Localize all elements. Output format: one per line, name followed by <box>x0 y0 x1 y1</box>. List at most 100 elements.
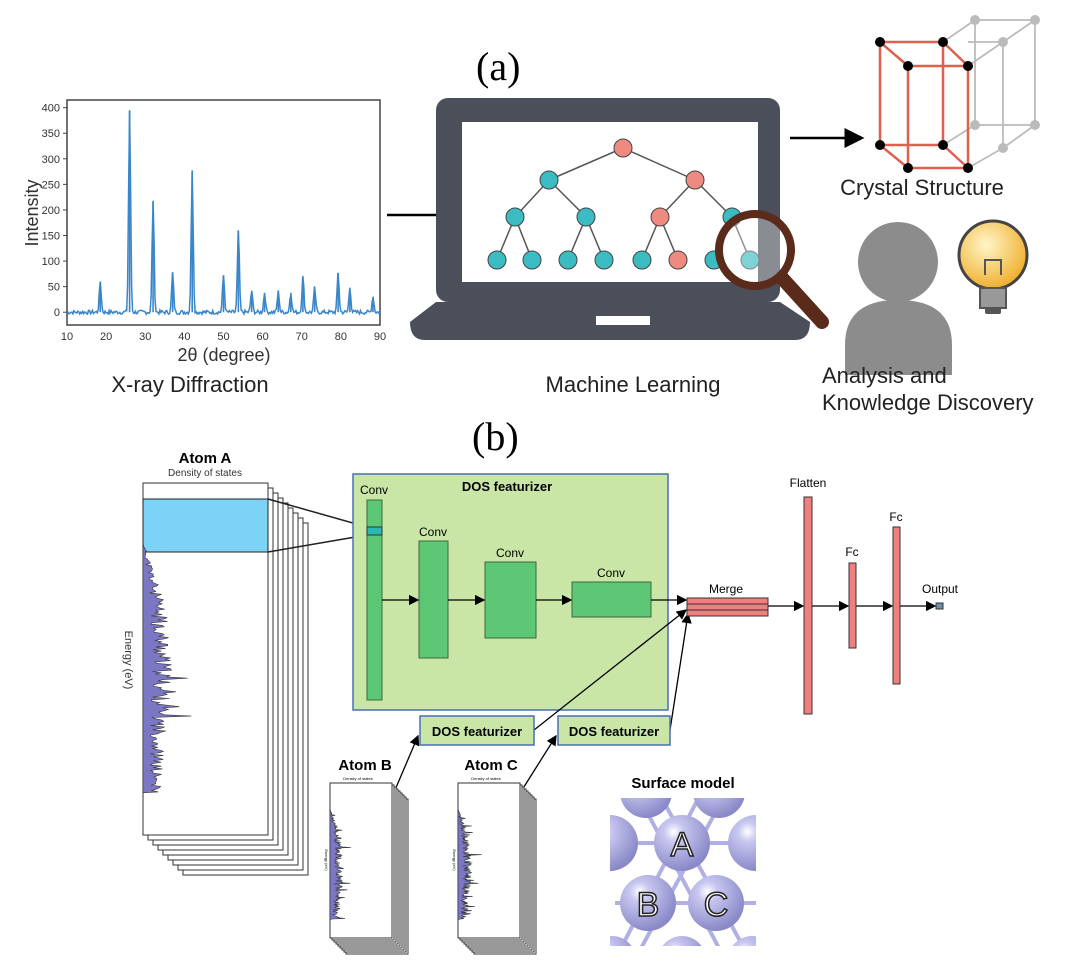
conv-layer-2 <box>418 540 449 659</box>
xrd-series-line <box>66 110 381 316</box>
tree-node <box>505 207 525 227</box>
flow-arrow <box>533 609 688 731</box>
fc-label-2: Fc <box>889 510 902 524</box>
tree-node <box>594 250 614 270</box>
tree-node <box>613 138 633 158</box>
fc-layer-1 <box>848 562 857 649</box>
laptop-icon <box>410 98 810 340</box>
lightbulb-icon <box>957 219 1029 314</box>
xrd-ytick-label: 250 <box>42 179 60 191</box>
atom-c-dos-stack <box>457 782 537 955</box>
tree-node <box>558 250 578 270</box>
xrd-ytick-label: 350 <box>42 128 60 140</box>
highlight-connector <box>267 498 368 528</box>
analysis-caption-1: Analysis and <box>822 363 947 388</box>
xrd-caption: X-ray Diffraction <box>111 372 268 397</box>
crystal-caption: Crystal Structure <box>840 175 1004 200</box>
xrd-xtick-label: 40 <box>178 331 190 343</box>
surface-model-image: A B C <box>610 798 756 946</box>
surface-model-title: Surface model <box>631 775 734 792</box>
conv-label-2: Conv <box>419 525 447 539</box>
xrd-xlabel: 2θ (degree) <box>177 345 270 365</box>
flatten-label: Flatten <box>790 476 827 490</box>
flow-arrow <box>521 734 557 791</box>
atom-a-label: Atom A <box>179 450 232 467</box>
ml-caption: Machine Learning <box>546 372 721 397</box>
atom-b-dos-stack <box>329 782 409 955</box>
tree-edge <box>622 147 696 181</box>
surface-atom-b: B <box>637 886 660 924</box>
xrd-plot-frame <box>66 99 381 326</box>
conv-label-1: Conv <box>360 483 388 497</box>
person-icon <box>845 222 952 375</box>
xrd-ylabel: Intensity <box>22 179 42 246</box>
xrd-ytick-label: 400 <box>42 103 60 115</box>
tree-node <box>740 250 760 270</box>
dos-featurizer-title: DOS featurizer <box>462 479 552 494</box>
xrd-xtick-label: 60 <box>257 331 269 343</box>
xrd-xtick-label: 10 <box>61 331 73 343</box>
dos-curve <box>329 809 352 920</box>
flow-arrow <box>394 734 420 791</box>
tree-node <box>576 207 596 227</box>
merge-layer <box>686 597 769 617</box>
conv-layer-3 <box>484 561 537 639</box>
conv-receptive-field <box>366 526 383 536</box>
tree-node <box>522 250 542 270</box>
xrd-xtick-label: 20 <box>100 331 112 343</box>
magnifier-icon <box>715 210 829 329</box>
merge-label: Merge <box>709 582 743 596</box>
xrd-chart: 0 50 100 150 200 250 300 350 400 10 20 30 40 50 60 70 8… <box>22 99 386 365</box>
dos-panel <box>457 782 521 939</box>
flow-arrow <box>669 612 692 731</box>
atom-b-label: Atom B <box>338 757 391 774</box>
xrd-ytick-label: 300 <box>42 154 60 166</box>
xrd-xtick-label: 50 <box>217 331 229 343</box>
dos-highlight-window <box>142 498 269 553</box>
dos-panel <box>329 782 393 939</box>
fc-layer-2 <box>892 526 901 685</box>
panel-b-label: (b) <box>472 414 519 459</box>
tree-node <box>685 170 705 190</box>
xrd-xtick-label: 80 <box>335 331 347 343</box>
xrd-ytick-label: 50 <box>48 282 60 294</box>
flatten-layer <box>803 496 813 715</box>
xrd-xtick-label: 30 <box>139 331 151 343</box>
dos-featurizer-c-label: DOS featurizer <box>569 724 659 739</box>
conv-layer-4 <box>571 581 652 618</box>
analysis-caption-2: Knowledge Discovery <box>822 390 1034 415</box>
fc-label-1: Fc <box>845 545 858 559</box>
xrd-ytick-label: 150 <box>42 231 60 243</box>
decision-tree-icon <box>487 138 760 270</box>
dos-featurizer-b-box <box>419 715 535 746</box>
output-node <box>935 602 944 610</box>
atom-b-energy-label: Energy (eV) <box>324 849 329 871</box>
atom-a-energy-label: Energy (eV) <box>122 631 134 690</box>
tree-node <box>487 250 507 270</box>
conv-label-4: Conv <box>597 566 625 580</box>
xrd-ytick-label: 100 <box>42 256 60 268</box>
tree-node <box>650 207 670 227</box>
atom-a-dos-stack <box>142 482 309 876</box>
panel-a-label: (a) <box>476 44 520 89</box>
atom-b-dos-title: Density of states <box>343 776 373 781</box>
tree-node <box>632 250 652 270</box>
tree-node <box>539 170 559 190</box>
crystal-structure-icon <box>875 15 1040 173</box>
atom-c-label: Atom C <box>464 757 517 774</box>
output-label: Output <box>922 582 959 596</box>
surface-atom-c: C <box>704 886 729 924</box>
surface-atom-a: A <box>671 826 694 864</box>
atom-c-energy-label: Energy (eV) <box>452 849 457 871</box>
xrd-ytick-label: 200 <box>42 205 60 217</box>
xrd-ytick-label: 0 <box>54 307 60 319</box>
highlight-connector <box>267 534 368 553</box>
xrd-xtick-label: 90 <box>374 331 386 343</box>
atom-c-dos-title: Density of states <box>471 776 501 781</box>
tree-node <box>668 250 688 270</box>
dos-featurizer-b-label: DOS featurizer <box>432 724 522 739</box>
xrd-xtick-label: 70 <box>296 331 308 343</box>
tree-edge <box>548 147 624 181</box>
dos-featurizer-c-box <box>557 715 671 746</box>
